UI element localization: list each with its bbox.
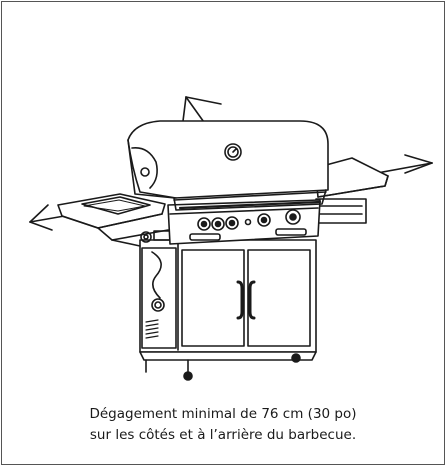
- clearance-caption: Dégagement minimal de 76 cm (30 po) sur …: [0, 404, 446, 446]
- control-panel: [167, 199, 321, 245]
- cart-body: [139, 239, 317, 381]
- grill-lid: [127, 120, 329, 211]
- caption-line-2: sur les côtés et à l’arrière du barbecue…: [89, 427, 357, 443]
- grill-illustration: [29, 96, 433, 381]
- left-side-burner-shelf: [57, 193, 173, 247]
- caption-line-1: Dégagement minimal de 76 cm (30 po): [89, 406, 357, 422]
- right-side-shelf: [314, 157, 389, 224]
